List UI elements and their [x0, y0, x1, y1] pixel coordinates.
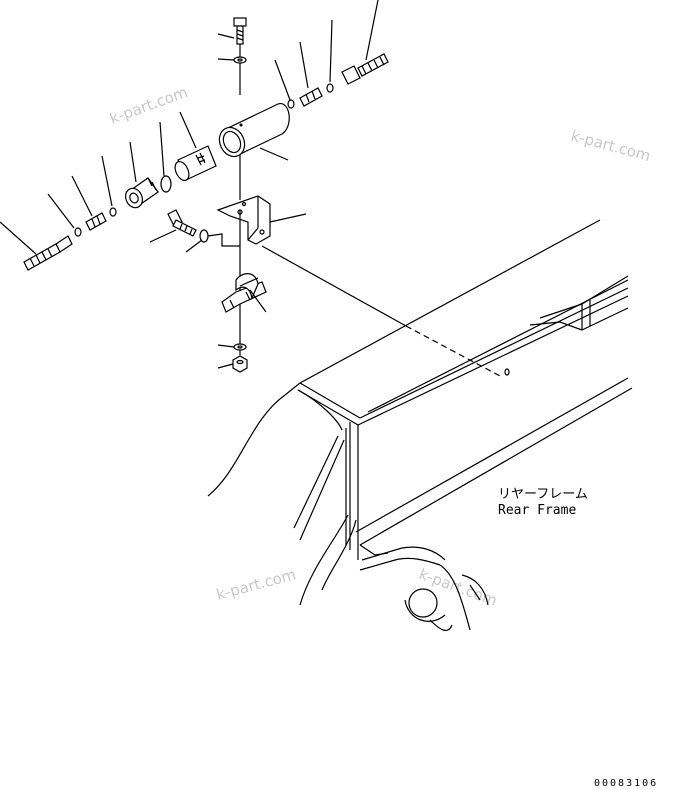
washer-icon [233, 56, 247, 64]
hose-icon [341, 53, 389, 85]
watermark-bottom-left: k-part.com [214, 565, 298, 604]
connector-icon [85, 212, 107, 231]
mount-leader-line [261, 245, 407, 327]
bracket-icon [216, 195, 271, 245]
bolt-icon [233, 17, 247, 45]
bolt-icon [167, 209, 197, 237]
filter-element-icon [174, 145, 217, 182]
washer-icon [233, 343, 247, 351]
watermark-top-right: k-part.com [569, 126, 653, 165]
oring-icon [326, 83, 334, 93]
clamp-icon [221, 273, 267, 313]
filter-housing-icon [218, 103, 290, 158]
rear-frame [207, 219, 633, 632]
oring-icon [287, 99, 295, 109]
drawing-code: 00083106 [594, 778, 658, 789]
mount-leader-hidden [405, 325, 501, 377]
hose-icon [23, 235, 73, 271]
rear-frame-label-jp: リヤーフレーム [498, 487, 588, 502]
filter-head-icon [125, 177, 159, 209]
watermark-top-left: k-part.com [107, 83, 190, 128]
nut-icon [232, 355, 248, 373]
connector-icon [299, 87, 323, 107]
oring-icon [160, 175, 172, 193]
rear-frame-label-en: Rear Frame [498, 503, 576, 518]
oring-icon [109, 207, 117, 217]
oring-icon [74, 227, 82, 237]
